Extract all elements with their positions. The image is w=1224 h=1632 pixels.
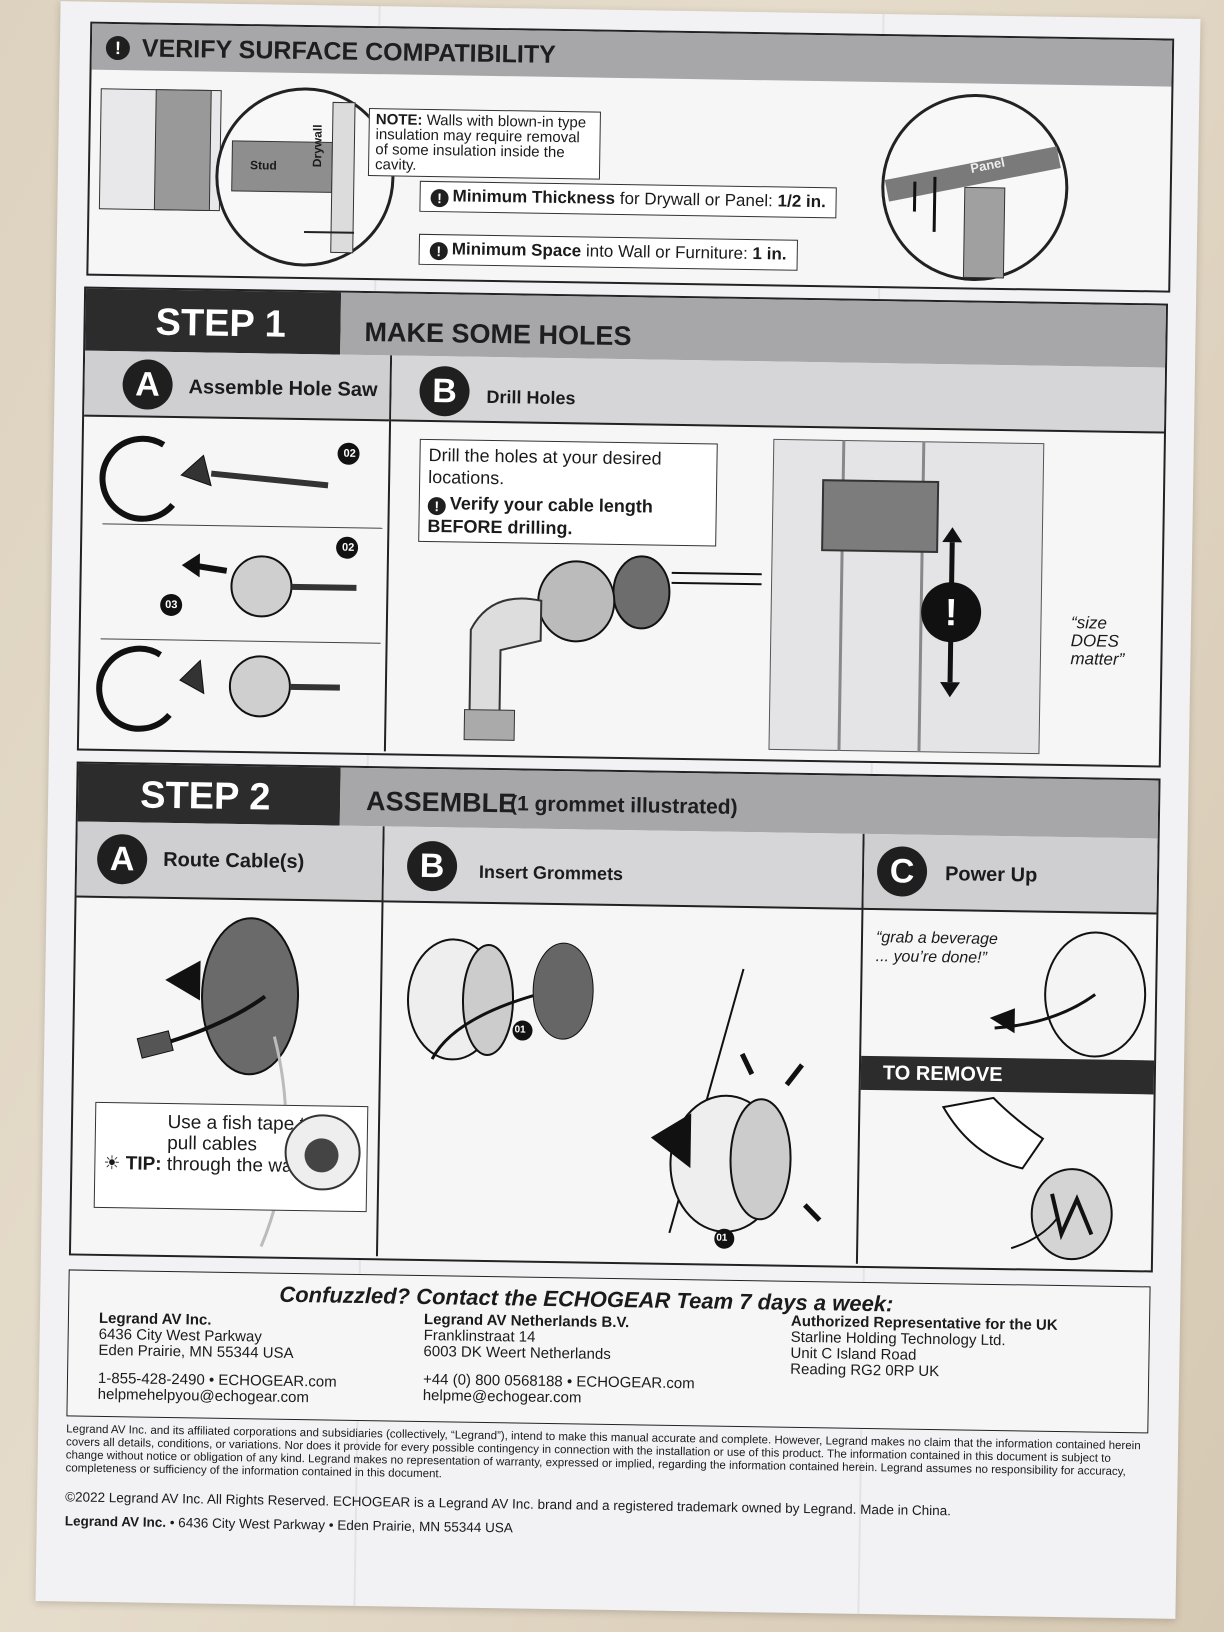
min-thickness-value: 1/2 in. <box>777 191 826 212</box>
stud-label: Stud <box>249 158 277 173</box>
step2-label-box: STEP 2 <box>77 763 341 826</box>
min-thickness-callout: !Minimum Thickness for Drywall or Panel:… <box>419 180 838 219</box>
hole-saw-assembly-illustration <box>96 435 383 732</box>
footer-address-line: Legrand AV Inc. • 6436 City West Parkway… <box>64 1513 513 1536</box>
tip-box: ☀ TIP: Use a fish tape to pull cables th… <box>93 1101 369 1213</box>
instruction-sheet: ! VERIFY SURFACE COMPATIBILITY Stud Dryw… <box>35 1 1201 1619</box>
min-space-callout: !Minimum Space into Wall or Furniture: 1… <box>418 233 798 271</box>
part-01-label: 01 <box>514 1024 526 1036</box>
min-thickness-label: Minimum Thickness <box>452 186 616 208</box>
contact-us: Legrand AV Inc. 6436 City West Parkway E… <box>98 1310 409 1408</box>
warning-icon: ! <box>105 35 131 61</box>
warning-icon: ! <box>427 496 446 516</box>
legal-disclaimer: Legrand AV Inc. and its affiliated corpo… <box>65 1423 1141 1481</box>
tip-label: TIP: <box>125 1153 162 1175</box>
drill-warning-text: Verify your cable length BEFORE drilling… <box>427 493 653 539</box>
size-matters-quote: “size DOES matter” <box>1070 613 1125 669</box>
part-01-label: 01 <box>716 1232 728 1244</box>
step1-label: STEP 1 <box>155 301 287 346</box>
part-03-label: 03 <box>165 598 178 612</box>
min-thickness-rest: for Drywall or Panel: <box>619 188 774 211</box>
remove-grommet-illustration <box>941 1096 1113 1261</box>
step2-b-title: Insert Grommets <box>478 861 624 885</box>
step1-b-title: Drill Holes <box>486 386 576 409</box>
to-remove-title: TO REMOVE <box>882 1062 1003 1087</box>
footer-company: Legrand AV Inc. <box>64 1513 167 1530</box>
drywall-label: Drywall <box>310 124 325 168</box>
nl-website-link[interactable]: ECHOGEAR.com <box>576 1373 695 1393</box>
route-cable-illustration <box>136 917 300 1248</box>
warning-icon: ! <box>429 241 448 261</box>
step1-a-title: Assemble Hole Saw <box>188 376 378 402</box>
power-up-illustration <box>989 931 1147 1058</box>
panel-cutaway-illustration <box>881 94 1069 282</box>
to-remove-header: TO REMOVE <box>860 1055 1155 1095</box>
contact-uk: Authorized Representative for the UK Sta… <box>790 1313 1136 1383</box>
fish-tape-illustration <box>283 1113 362 1191</box>
min-space-value: 1 in. <box>752 244 787 264</box>
insulation-note: NOTE: Walls with blown-in type insulatio… <box>367 108 601 180</box>
step1-title: MAKE SOME HOLES <box>364 316 632 352</box>
warning-icon: ! <box>430 188 449 208</box>
step2-label: STEP 2 <box>139 774 271 819</box>
part-02-label: 02 <box>341 541 355 554</box>
insert-grommet-illustration <box>406 938 822 1249</box>
drill-illustration <box>463 555 762 741</box>
min-space-label: Minimum Space <box>451 239 582 261</box>
lightbulb-icon: ☀ <box>103 1152 121 1175</box>
step2-c-title: Power Up <box>944 863 1038 887</box>
min-space-rest: into Wall or Furniture: <box>585 241 748 263</box>
drill-instruction-box: Drill the holes at your desired location… <box>418 438 718 547</box>
drill-instruction-text: Drill the holes at your desired location… <box>428 444 662 489</box>
step2-a-title: Route Cable(s) <box>162 848 305 874</box>
surface-header: ! VERIFY SURFACE COMPATIBILITY <box>91 23 1173 87</box>
contact-panel: Confuzzled? Contact the ECHOGEAR Team 7 … <box>66 1269 1151 1434</box>
contact-nl: Legrand AV Netherlands B.V. Franklinstra… <box>423 1311 764 1409</box>
part-02-label: 02 <box>343 447 356 460</box>
step2-panel: STEP 2 ASSEMBLE (1 grommet illustrated) … <box>68 761 1161 1273</box>
step1-panel: STEP 1 MAKE SOME HOLES A Assemble Hole S… <box>76 286 1169 768</box>
footer-address: 6436 City West Parkway • Eden Prairie, M… <box>178 1515 513 1536</box>
wall-frame-illustration: ! <box>768 438 1045 755</box>
surface-panel: ! VERIFY SURFACE COMPATIBILITY Stud Dryw… <box>86 21 1175 293</box>
step2-title-note: (1 grommet illustrated) <box>509 792 738 819</box>
wall-cutaway-illustration <box>98 87 395 267</box>
step2-title: ASSEMBLE <box>365 786 517 819</box>
copyright-line: ©2022 Legrand AV Inc. All Rights Reserve… <box>65 1489 952 1519</box>
drill-warning: !Verify your cable length BEFORE drillin… <box>427 492 708 541</box>
surface-title: VERIFY SURFACE COMPATIBILITY <box>141 34 556 69</box>
svg-text:!: ! <box>944 592 957 634</box>
step1-label-box: STEP 1 <box>85 288 342 355</box>
